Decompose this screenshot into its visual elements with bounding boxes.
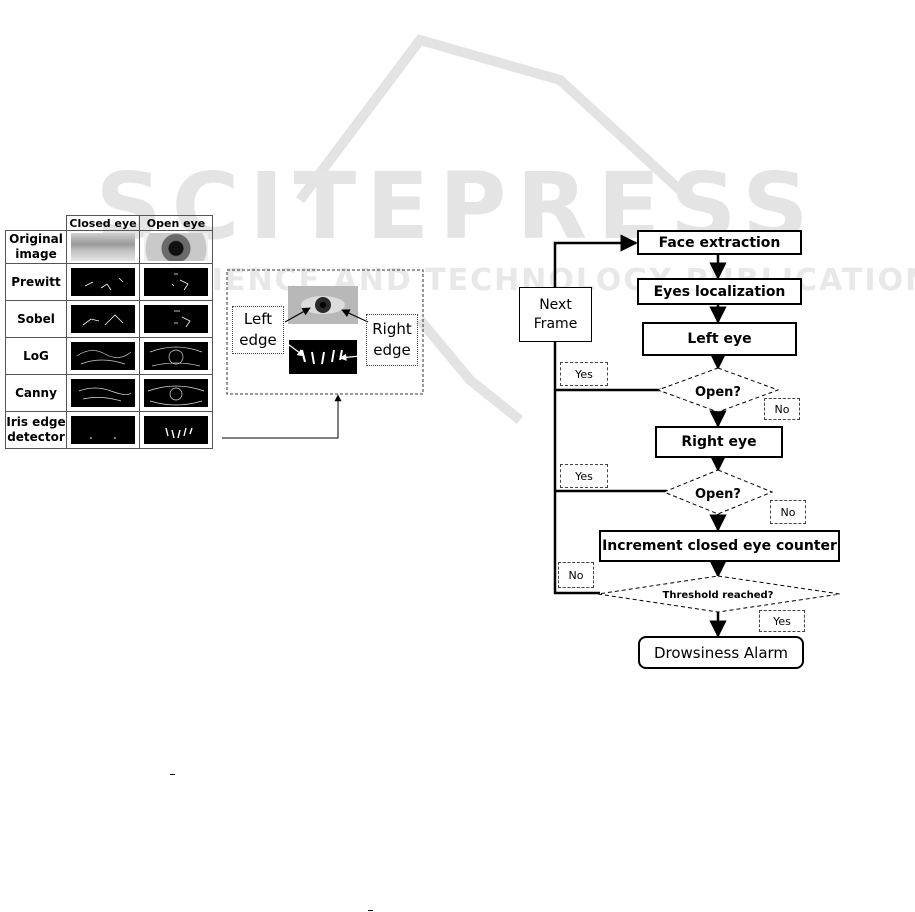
left-edge-line: edge <box>239 331 277 349</box>
edge-map-image <box>144 305 208 333</box>
decision-open1-label: Open? <box>695 385 741 400</box>
yes-tag-1: Yes <box>560 362 608 386</box>
row-label-line: Original <box>9 232 63 246</box>
next-frame-box: Next Frame <box>519 287 592 342</box>
row-label-line: LoG <box>23 348 49 363</box>
watermark-arc <box>416 316 524 424</box>
box-label: Increment closed eye counter <box>602 538 837 554</box>
stray-mark <box>368 910 373 911</box>
row-label-prewitt: Prewitt <box>5 263 67 301</box>
tag-label: No <box>774 402 790 416</box>
left-edge-line: Left <box>243 310 273 328</box>
edge-map-image <box>144 379 208 407</box>
table-row: LoG <box>5 337 213 375</box>
box-label: Face extraction <box>658 234 781 251</box>
table-row: Original image <box>5 230 213 264</box>
zoom-panel-frame <box>226 269 424 395</box>
row-label-line: detector <box>7 430 65 444</box>
closed-eye-prewitt <box>66 263 140 301</box>
edge-map-image <box>144 342 208 370</box>
edge-map-image <box>71 305 135 333</box>
table-row: Canny <box>5 374 213 412</box>
edge-map-image <box>71 379 135 407</box>
decision-open1-shape <box>656 367 780 413</box>
edge-map-image <box>71 416 135 444</box>
yes-tag-2: Yes <box>560 464 608 488</box>
increment-counter-box: Increment closed eye counter <box>599 530 840 562</box>
open-eye-iris <box>139 411 213 449</box>
row-label-iris-edge-detector: Iris edge detector <box>5 411 67 449</box>
row-label-log: LoG <box>5 337 67 375</box>
open-eye-photo <box>144 233 208 261</box>
row-label-line: Canny <box>15 385 57 400</box>
row-label-canny: Canny <box>5 374 67 412</box>
closed-eye-original <box>66 230 140 264</box>
tag-label: No <box>568 568 584 582</box>
box-label: Left eye <box>687 331 752 347</box>
no-tag-2: No <box>770 500 806 524</box>
table-row: Iris edge detector <box>5 411 213 449</box>
open-eye-original <box>139 230 213 264</box>
row-label-line: Prewitt <box>11 274 61 289</box>
box-label: Right eye <box>681 434 757 450</box>
yes-tag-3: Yes <box>759 610 805 632</box>
tag-label: No <box>780 505 796 519</box>
closed-eye-log <box>66 337 140 375</box>
no-tag-3: No <box>558 562 594 588</box>
box-label: Frame <box>533 315 578 332</box>
face-extraction-box: Face extraction <box>637 230 802 255</box>
right-edge-line: edge <box>373 341 411 359</box>
closed-eye-iris <box>66 411 140 449</box>
row-label-line: image <box>15 247 57 261</box>
edge-map-image <box>144 416 208 444</box>
edge-map-image <box>71 342 135 370</box>
loop-back-arrow <box>553 234 638 595</box>
tag-label: Yes <box>575 367 593 381</box>
right-eye-box: Right eye <box>655 426 783 458</box>
open-eye-log <box>139 337 213 375</box>
col-header-closed-eye: Closed eye <box>66 215 140 231</box>
closed-eye-sobel <box>66 300 140 338</box>
decision-threshold-shape <box>597 575 841 613</box>
box-label: Next <box>539 296 572 313</box>
table-row: Prewitt <box>5 263 213 301</box>
eyes-localization-box: Eyes localization <box>637 278 802 305</box>
no-tag-1: No <box>764 398 800 420</box>
table-row: Sobel <box>5 300 213 338</box>
table-to-panel-arrow <box>222 394 342 439</box>
box-label: Drowsiness Alarm <box>653 643 789 662</box>
drowsiness-alarm-box: Drowsiness Alarm <box>638 636 804 669</box>
open-eye-prewitt <box>139 263 213 301</box>
tag-label: Yes <box>575 469 593 483</box>
row-label-line: Sobel <box>17 311 55 326</box>
closed-eye-canny <box>66 374 140 412</box>
edge-detector-table: Closed eye Open eye Original image Prewi… <box>5 215 213 449</box>
row-label-line: Iris edge <box>6 415 66 429</box>
tag-label: Yes <box>773 614 791 628</box>
right-edge-label: Right edge <box>366 314 418 366</box>
row-label-sobel: Sobel <box>5 300 67 338</box>
left-edge-label: Left edge <box>232 306 284 354</box>
watermark-book-icon <box>296 34 684 203</box>
row-label-original-image: Original image <box>5 230 67 264</box>
open-eye-sobel <box>139 300 213 338</box>
open-eye-canny <box>139 374 213 412</box>
right-edge-line: Right <box>372 320 412 338</box>
decision-open2-label: Open? <box>695 487 741 502</box>
left-eye-box: Left eye <box>642 322 797 356</box>
stray-mark <box>170 774 175 775</box>
decision-open2-shape <box>662 469 774 515</box>
edge-map-image <box>71 268 135 296</box>
edge-map-image <box>144 268 208 296</box>
closed-eye-photo <box>71 233 135 261</box>
decision-threshold-label: Threshold reached? <box>663 590 774 601</box>
box-label: Eyes localization <box>653 283 786 300</box>
